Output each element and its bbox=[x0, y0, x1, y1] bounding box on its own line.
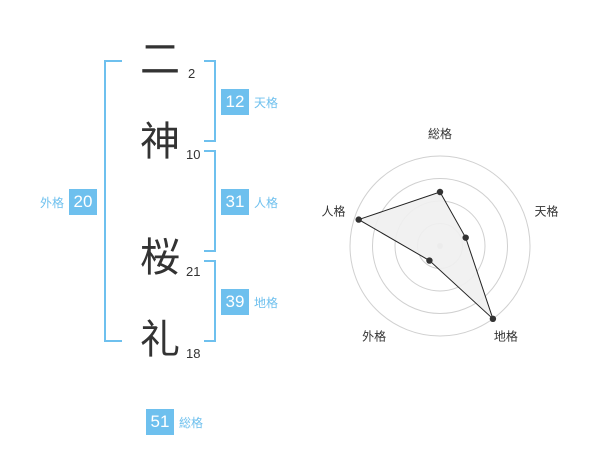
radar-grid-ring bbox=[349, 155, 531, 337]
radar-axis-label-1: 総格 bbox=[428, 126, 452, 141]
soukaku-score: 51 総格 bbox=[146, 409, 203, 435]
radar-point-1 bbox=[436, 188, 444, 196]
tenkaku-bracket bbox=[204, 60, 216, 142]
radar-axis-label-5: 人格 bbox=[321, 203, 345, 218]
jinkaku-score: 31 人格 bbox=[221, 189, 278, 215]
gaikaku-value: 20 bbox=[69, 189, 98, 215]
name-char-2: 神 bbox=[140, 119, 180, 165]
chikaku-label: 地格 bbox=[254, 295, 279, 310]
gaikaku-bracket bbox=[104, 60, 122, 342]
radar-series-polygon bbox=[357, 191, 494, 320]
chikaku-value: 39 bbox=[221, 289, 249, 315]
stroke-count-3: 21 bbox=[186, 264, 201, 279]
tenkaku-score: 12 天格 bbox=[221, 89, 278, 115]
jinkaku-bracket bbox=[204, 150, 216, 252]
stroke-count-2: 10 bbox=[186, 147, 201, 162]
name-char-4: 礼 bbox=[140, 317, 180, 363]
radar-point-3 bbox=[489, 315, 497, 323]
stroke-count-4: 18 bbox=[186, 346, 201, 361]
chikaku-bracket bbox=[204, 260, 216, 342]
radar-point-2 bbox=[462, 234, 469, 241]
radar-point-4 bbox=[426, 257, 433, 264]
gaikaku-score: 外格 20 bbox=[40, 189, 98, 215]
gaikaku-label: 外格 bbox=[40, 195, 65, 210]
radar-axis-label-2: 天格 bbox=[535, 203, 559, 218]
jinkaku-value: 31 bbox=[221, 189, 249, 215]
radar-point-5 bbox=[355, 216, 362, 223]
radar-axis-label-3: 地格 bbox=[494, 329, 518, 344]
tenkaku-label: 天格 bbox=[254, 95, 279, 110]
stroke-count-1: 2 bbox=[188, 66, 196, 81]
jinkaku-label: 人格 bbox=[254, 195, 279, 210]
chikaku-score: 39 地格 bbox=[221, 289, 278, 315]
soukaku-label: 総格 bbox=[179, 415, 204, 430]
soukaku-value: 51 bbox=[146, 409, 174, 435]
radar-axis-label-4: 外格 bbox=[362, 329, 386, 344]
tenkaku-value: 12 bbox=[221, 89, 249, 115]
radar-grid-ring bbox=[372, 178, 508, 314]
name-char-1: 二 bbox=[140, 37, 180, 83]
name-char-3: 桜 bbox=[140, 235, 180, 281]
